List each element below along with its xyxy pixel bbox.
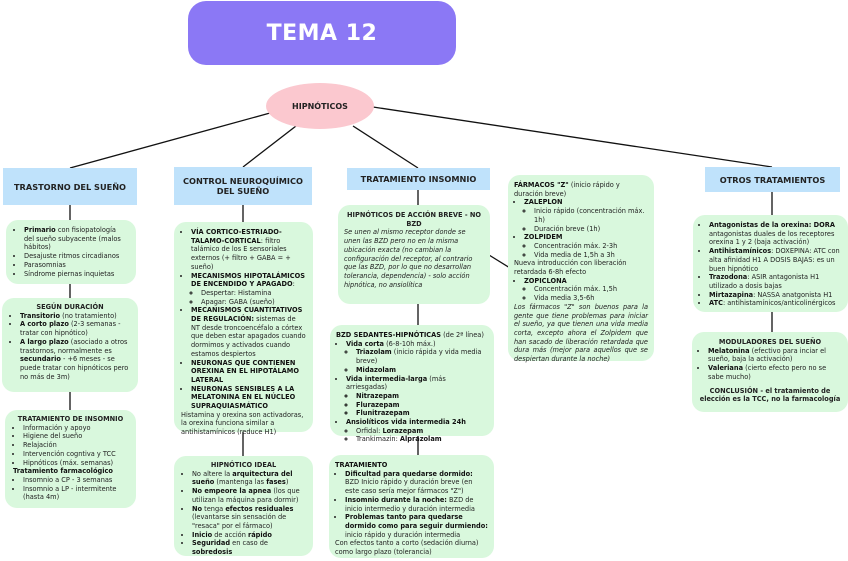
list-item: Antagonistas de la orexina: DORA antagon… xyxy=(709,221,842,247)
list-item: Valeriana (cierto efecto pero no se sabe… xyxy=(708,364,842,381)
sub-item: Trankimazin: Alprazolam xyxy=(356,435,488,444)
box-tipos-trastorno: Primario con fisiopatología del sueño su… xyxy=(6,220,136,284)
note: Nueva introducción con liberación retard… xyxy=(514,259,627,277)
list-item: Insomnio a CP - 3 semanas xyxy=(23,476,128,485)
list-item: Dificultad para quedarse dormido: BZD In… xyxy=(345,470,488,496)
sub-item: Flunitrazepam xyxy=(356,409,488,418)
header-otros-tratamientos: OTROS TRATAMIENTOS xyxy=(705,167,840,192)
sub-item: Duración breve (1h) xyxy=(534,225,648,234)
sub-item: Vida media de 1,5h a 3h xyxy=(534,251,648,260)
sub-item: Vida media 3,5-6h xyxy=(534,294,648,303)
list-item: Insomnio a LP - intermitente (hasta 4m) xyxy=(23,485,128,502)
list-item: Ansiolíticos vida intermedia 24h Orfidal… xyxy=(346,418,488,444)
sub-item: Despertar: Histamina xyxy=(201,289,306,298)
list-item: ZOLPIDEM Concentración máx. 2-3h Vida me… xyxy=(524,233,648,259)
header-control-neuroquimico: CONTROL NEUROQUÍMICO DEL SUEÑO xyxy=(174,167,312,205)
list-item: Vida intermedia-larga (más arriesgadas) … xyxy=(346,375,488,419)
box-control-neuroquimico: VÍA CORTICO-ESTRIADO-TALAMO-CORTICAL: fi… xyxy=(174,222,313,436)
box-heading: TRATAMIENTO DE INSOMNIO xyxy=(17,415,124,423)
box-heading: BZD SEDANTES-HIPNÓTICAS (de 2ª línea) xyxy=(336,331,484,339)
list-item: No tenga efectos residuales (levantarse … xyxy=(192,505,305,531)
list-item: MECANISMOS HIPOTALÁMICOS DE ENCENDIDO Y … xyxy=(191,272,306,307)
list-item: Insomnio durante la noche: BZD de inicio… xyxy=(345,496,488,513)
sub-item: Flurazepam xyxy=(356,401,488,410)
list-item: Parasomnias xyxy=(24,261,128,270)
box-footer: Con efectos tanto a corto (sedación diur… xyxy=(335,539,479,557)
list-item: ZOPICLONA Concentración máx. 1,5h Vida m… xyxy=(524,277,648,303)
line-root-col3 xyxy=(352,125,419,169)
list-item: Melatonina (efectivo para inciar el sueñ… xyxy=(708,347,842,364)
sub-item: Orfidal: Lorazepam xyxy=(356,427,488,436)
list-item: Hipnóticos (máx. semanas) xyxy=(23,459,128,468)
list-item: Primario con fisiopatología del sueño su… xyxy=(24,226,128,252)
list-item: Intervención cogntiva y TCC xyxy=(23,450,128,459)
box-text: Se unen al mismo receptor donde se unen … xyxy=(344,228,473,289)
line-root-col5 xyxy=(372,106,773,168)
box-heading: HIPNÓTICO IDEAL xyxy=(210,461,277,469)
subheading: Tratamiento farmacológico xyxy=(13,467,113,476)
box-heading: HIPNÓTICOS DE ACCIÓN BREVE - NO BZD xyxy=(347,211,481,228)
list-item: ZALEPLON Inicio rápido (concentración má… xyxy=(524,198,648,233)
list-item: Síndrome piernas inquietas xyxy=(24,270,128,279)
sub-item: Concentración máx. 1,5h xyxy=(534,285,648,294)
list-item: ATC: antihistamínicos/anticolinérgicos xyxy=(709,299,842,308)
root-node-hipnoticos: HIPNÓTICOS xyxy=(266,83,374,129)
box-heading: MODULADORES DEL SUEÑO xyxy=(718,338,822,346)
list-item: Desajuste ritmos circadianos xyxy=(24,252,128,261)
box-heading: FÁRMACOS "Z" (inicio rápido y duración b… xyxy=(514,181,620,198)
box-heading: TRATAMIENTO xyxy=(335,461,388,469)
list-item: Seguridad en caso de sobredosis xyxy=(192,539,305,556)
box-segun-duracion: SEGÚN DURACIÓN Transitorio (no tratamien… xyxy=(2,298,138,392)
box-tratamiento: TRATAMIENTO Dificultad para quedarse dor… xyxy=(329,455,494,558)
box-hipnoticos-accion-breve: HIPNÓTICOS DE ACCIÓN BREVE - NO BZD Se u… xyxy=(338,205,490,304)
box-tratamiento-insomnio: TRATAMIENTO DE INSOMNIO Información y ap… xyxy=(5,410,136,508)
box-footer: Histamina y orexina son activadoras, la … xyxy=(181,410,304,437)
line-root-col1 xyxy=(69,112,271,169)
sub-item: Nitrazepam xyxy=(356,392,488,401)
line-root-col2 xyxy=(242,125,297,168)
list-item: Vida corta (6-8-10h máx.) Triazolam (ini… xyxy=(346,340,488,375)
header-trastorno-sueno: TRASTORNO DEL SUEÑO xyxy=(3,168,137,205)
list-item: MECANISMOS CUANTITATIVOS DE REGULACIÓN: … xyxy=(191,306,306,358)
list-item: NEURONAS QUE CONTIENEN OREXINA EN EL HIP… xyxy=(191,359,306,385)
list-item: Inicio de acción rápido xyxy=(192,531,305,540)
box-otros-tratamientos: Antagonistas de la orexina: DORA antagon… xyxy=(693,215,848,312)
sub-item: Midazolam xyxy=(356,366,488,375)
list-item: Transitorio (no tratamiento) xyxy=(20,312,130,321)
page-title: TEMA 12 xyxy=(188,1,456,65)
list-item: NEURONAS SENSIBLES A LA MELATONINA EN EL… xyxy=(191,385,306,411)
box-farmacos-z: FÁRMACOS "Z" (inicio rápido y duración b… xyxy=(508,175,654,364)
list-item: Mirtazapina: NASSA anatgonista H1 xyxy=(709,291,842,300)
list-item: VÍA CORTICO-ESTRIADO-TALAMO-CORTICAL: fi… xyxy=(191,228,306,272)
list-item: Problemas tanto para quedarse dormido co… xyxy=(345,513,488,539)
box-footer: Los fármacos "Z" son buenos para la gent… xyxy=(514,302,648,364)
list-item: Relajación xyxy=(23,441,128,450)
list-item: Información y apoyo xyxy=(23,424,128,433)
sub-item: Concentración máx. 2-3h xyxy=(534,242,648,251)
list-item: Higiene del sueño xyxy=(23,432,128,441)
header-tratamiento-insomnio: TRATAMIENTO INSOMNIO xyxy=(347,168,490,190)
conclusion: CONCLUSIÓN - el tratamiento de elección … xyxy=(699,386,841,404)
list-item: No altere la arquitectura del sueño (man… xyxy=(192,470,305,487)
box-heading: SEGÚN DURACIÓN xyxy=(36,303,104,311)
box-moduladores-sueno: MODULADORES DEL SUEÑO Melatonina (efecti… xyxy=(692,332,848,412)
list-item: No empeore la apnea (los que utilizan la… xyxy=(192,487,305,504)
line-col3-col4 xyxy=(488,254,511,269)
list-item: A corto plazo (2-3 semanas - tratar con … xyxy=(20,320,130,337)
list-item: Antihistamínicos: DOXEPINA: ATC con alta… xyxy=(709,247,842,273)
box-bzd-sedantes: BZD SEDANTES-HIPNÓTICAS (de 2ª línea) Vi… xyxy=(330,325,494,443)
sub-item: Apagar: GABA (sueño) xyxy=(201,298,306,307)
box-hipnotico-ideal: HIPNÓTICO IDEAL No altere la arquitectur… xyxy=(174,456,313,556)
list-item: A largo plazo (asociado a otros trastorn… xyxy=(20,338,130,382)
sub-item: Inicio rápido (concentración máx. 1h) xyxy=(534,207,648,224)
list-item: Trazodona: ASIR antagonista H1 utilizado… xyxy=(709,273,842,290)
sub-item: Triazolam (inicio rápida y vida media br… xyxy=(356,348,488,365)
